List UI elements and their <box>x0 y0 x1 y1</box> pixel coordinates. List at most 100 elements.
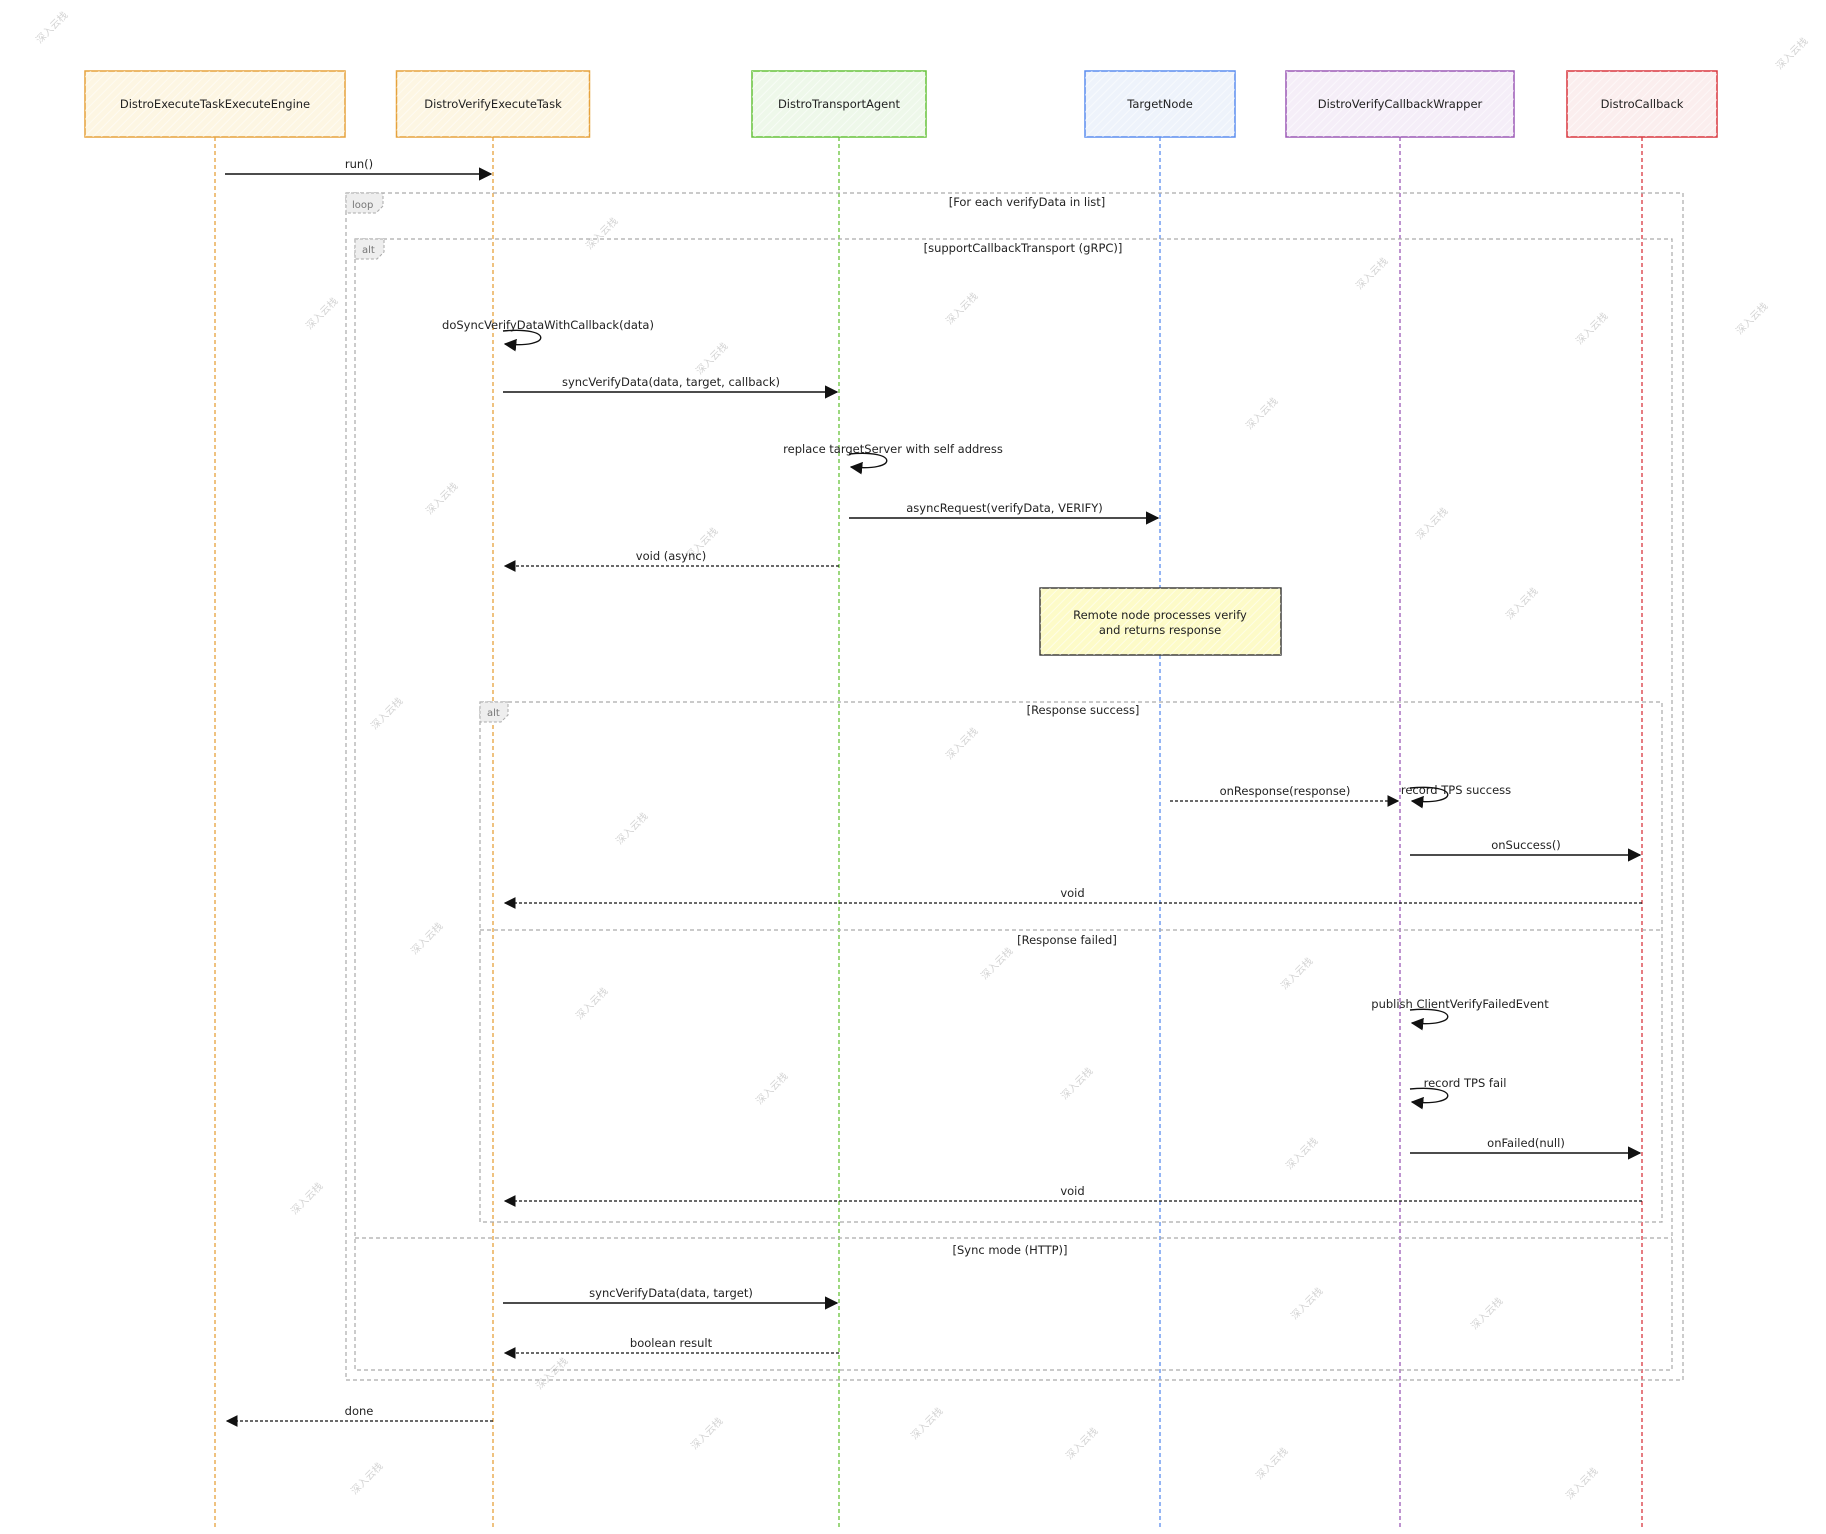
messages: run() doSyncVerifyDataWithCallback(data) s… <box>225 157 1642 1427</box>
participant-agent: DistroTransportAgent <box>751 70 927 138</box>
message-label: replace targetServer with self address <box>783 442 1003 456</box>
message-13: onFailed(null) <box>1410 1136 1642 1160</box>
message-15: syncVerifyData(data, target) <box>503 1286 839 1310</box>
message-2: doSyncVerifyDataWithCallback(data) <box>442 318 654 352</box>
inner-alt-fragment-tag: alt <box>487 708 500 719</box>
note-line-1: Remote node processes verify <box>1073 608 1247 622</box>
watermark-text: 深入云栈 <box>408 920 445 957</box>
watermark-text: 深入云栈 <box>583 215 620 252</box>
outer-alt-fragment-tag-box <box>354 238 385 260</box>
watermark-text: 深入云栈 <box>33 9 70 46</box>
message-6: void (async) <box>503 549 839 572</box>
message-label: record TPS fail <box>1424 1076 1507 1090</box>
participant-label: DistroExecuteTaskExecuteEngine <box>120 97 310 111</box>
participant-label: TargetNode <box>1126 97 1193 111</box>
participant-label: DistroTransportAgent <box>778 97 901 111</box>
participant-wrapper: DistroVerifyCallbackWrapper <box>1285 70 1515 138</box>
message-label: record TPS success <box>1401 783 1511 797</box>
participant-engine: DistroExecuteTaskExecuteEngine <box>84 70 346 138</box>
watermark-text: 深入云栈 <box>943 725 980 762</box>
watermark-text: 深入云栈 <box>423 480 460 517</box>
watermark-text: 深入云栈 <box>303 295 340 332</box>
participant-label: DistroVerifyCallbackWrapper <box>1318 97 1483 111</box>
watermark-text: 深入云栈 <box>1353 255 1390 292</box>
message-label: void (async) <box>636 549 706 563</box>
loop-fragment: loop [For each verifyData in list] <box>345 192 1684 1381</box>
loop-fragment-tag-box <box>345 192 384 214</box>
inner-alt-fragment-tag-box <box>479 701 509 723</box>
watermark-text: 深入云栈 <box>613 810 650 847</box>
message-label: syncVerifyData(data, target) <box>589 1286 753 1300</box>
watermark-text: 深入云栈 <box>1253 1445 1290 1482</box>
watermark-text: 深入云栈 <box>288 1180 325 1217</box>
loop-fragment-guard: [For each verifyData in list] <box>949 195 1106 209</box>
watermark-text: 深入云栈 <box>1413 505 1450 542</box>
message-10: void <box>503 886 1642 909</box>
watermark-text: 深入云栈 <box>1503 585 1540 622</box>
message-label: publish ClientVerifyFailedEvent <box>1371 997 1549 1011</box>
message-label: onSuccess() <box>1491 838 1561 852</box>
watermark-text: 深入云栈 <box>1733 300 1770 337</box>
watermark-text: 深入云栈 <box>1058 1065 1095 1102</box>
message-label: syncVerifyData(data, target, callback) <box>562 375 780 389</box>
message-16: boolean result <box>503 1336 839 1359</box>
watermark-text: 深入云栈 <box>943 290 980 327</box>
participant-headers: DistroExecuteTaskExecuteEngine DistroVeri… <box>84 70 1718 138</box>
watermark-text: 深入云栈 <box>1243 395 1280 432</box>
watermark-text: 深入云栈 <box>1563 1465 1600 1502</box>
self-message-arrow <box>502 329 542 352</box>
watermark-text: 深入云栈 <box>533 1355 570 1392</box>
message-9: onSuccess() <box>1410 838 1642 862</box>
participant-target: TargetNode <box>1084 70 1236 138</box>
message-label: done <box>345 1404 374 1418</box>
note-box: Remote node processes verify and returns… <box>1039 587 1282 656</box>
watermark-text: 深入云栈 <box>908 1405 945 1442</box>
watermark-text: 深入云栈 <box>1063 1425 1100 1462</box>
watermark-text: 深入云栈 <box>1573 310 1610 347</box>
watermark-text: 深入云栈 <box>1773 35 1810 72</box>
message-label: doSyncVerifyDataWithCallback(data) <box>442 318 654 332</box>
outer-alt-fragment-tag: alt <box>362 245 375 256</box>
inner-alt-fragment: alt [Response success] [Response failed] <box>479 701 1663 1223</box>
message-label: run() <box>345 157 373 171</box>
watermark-text: 深入云栈 <box>348 1460 385 1497</box>
loop-fragment-tag: loop <box>352 200 373 211</box>
watermark-text: 深入云栈 <box>1288 1285 1325 1322</box>
self-message-arrow <box>1409 1087 1449 1110</box>
message-4: replace targetServer with self address <box>783 442 1003 475</box>
message-label: onFailed(null) <box>1487 1136 1565 1150</box>
message-11: publish ClientVerifyFailedEvent <box>1371 997 1549 1031</box>
watermark-text: 深入云栈 <box>688 1415 725 1452</box>
watermark-text: 深入云栈 <box>573 985 610 1022</box>
message-label: void <box>1060 1184 1084 1198</box>
lifelines <box>214 137 1643 1528</box>
message-14: void <box>503 1184 1642 1207</box>
outer-alt-else-guard: [Sync mode (HTTP)] <box>952 1243 1067 1257</box>
participant-callback: DistroCallback <box>1566 70 1718 138</box>
message-1: run() <box>225 157 493 181</box>
watermark-layer: 深入云栈深入云栈深入云栈深入云栈深入云栈深入云栈深入云栈深入云栈深入云栈深入云栈… <box>33 9 1810 1502</box>
watermark-text: 深入云栈 <box>1278 955 1315 992</box>
participant-task: DistroVerifyExecuteTask <box>395 70 591 138</box>
self-message-arrow <box>848 452 888 475</box>
inner-alt-else-guard: [Response failed] <box>1017 933 1117 947</box>
message-17: done <box>225 1404 493 1427</box>
watermark-text: 深入云栈 <box>1468 1295 1505 1332</box>
participant-label: DistroVerifyExecuteTask <box>424 97 562 111</box>
watermark-text: 深入云栈 <box>368 695 405 732</box>
message-5: asyncRequest(verifyData, VERIFY) <box>849 501 1160 525</box>
self-message-arrow <box>1409 786 1449 809</box>
message-label: asyncRequest(verifyData, VERIFY) <box>906 501 1103 515</box>
message-8: record TPS success <box>1401 783 1511 809</box>
inner-alt-fragment-guard: [Response success] <box>1027 703 1140 717</box>
note-line-2: and returns response <box>1099 623 1221 637</box>
message-12: record TPS fail <box>1409 1076 1507 1110</box>
message-label: boolean result <box>630 1336 713 1350</box>
watermark-text: 深入云栈 <box>753 1070 790 1107</box>
outer-alt-fragment: alt [supportCallbackTransport (gRPC)] [S… <box>354 238 1673 1371</box>
outer-alt-fragment-guard: [supportCallbackTransport (gRPC)] <box>924 241 1123 255</box>
message-3: syncVerifyData(data, target, callback) <box>503 375 839 399</box>
self-message-arrow <box>1409 1008 1449 1031</box>
message-label: void <box>1060 886 1084 900</box>
watermark-text: 深入云栈 <box>1283 1135 1320 1172</box>
